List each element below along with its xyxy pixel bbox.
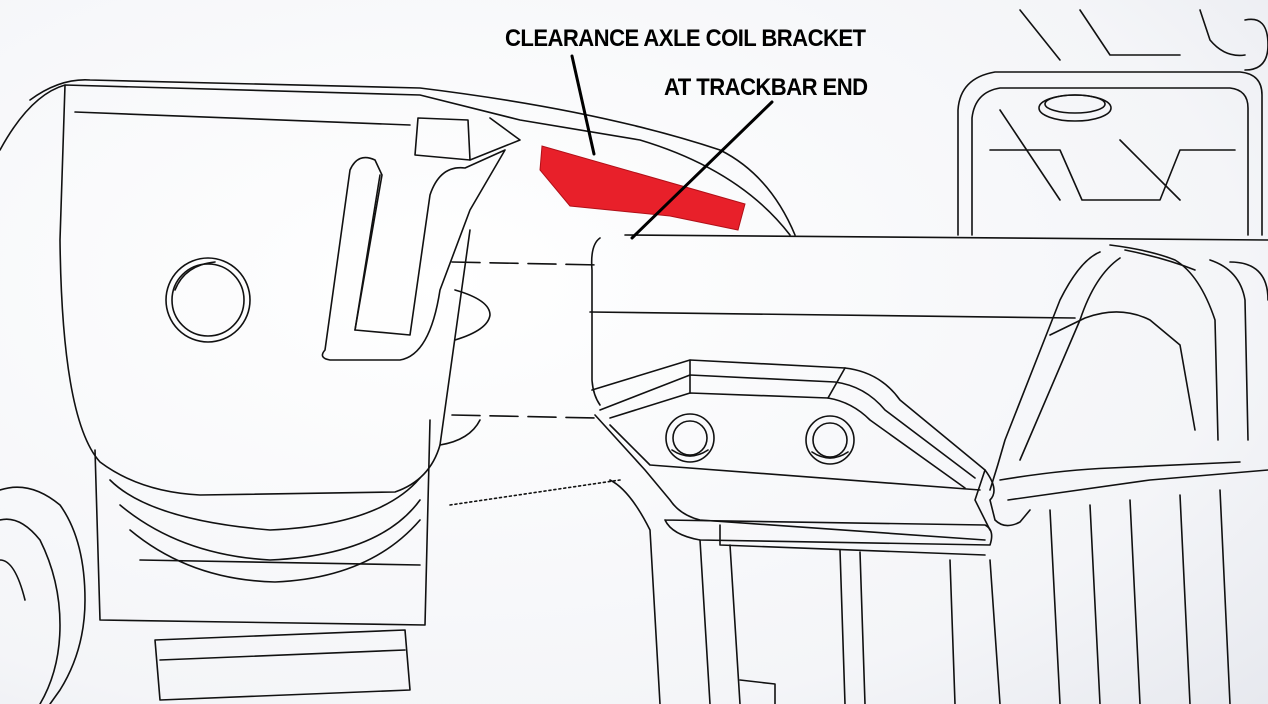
leader-line-secondary [630,100,774,240]
axle-coil-bracket [0,79,796,496]
leader-line-primary [570,54,596,156]
axle-tube [449,234,1268,506]
clearance-area-highlight [539,145,746,231]
lower-perch-and-wheel [0,419,1231,704]
callout-clearance-bracket: CLEARANCE AXLE COIL BRACKET [505,25,866,52]
callout-trackbar-end: AT TRACKBAR END [664,74,868,101]
trackbar-bracket [591,359,1031,556]
upper-coil-bracket [957,9,1268,236]
